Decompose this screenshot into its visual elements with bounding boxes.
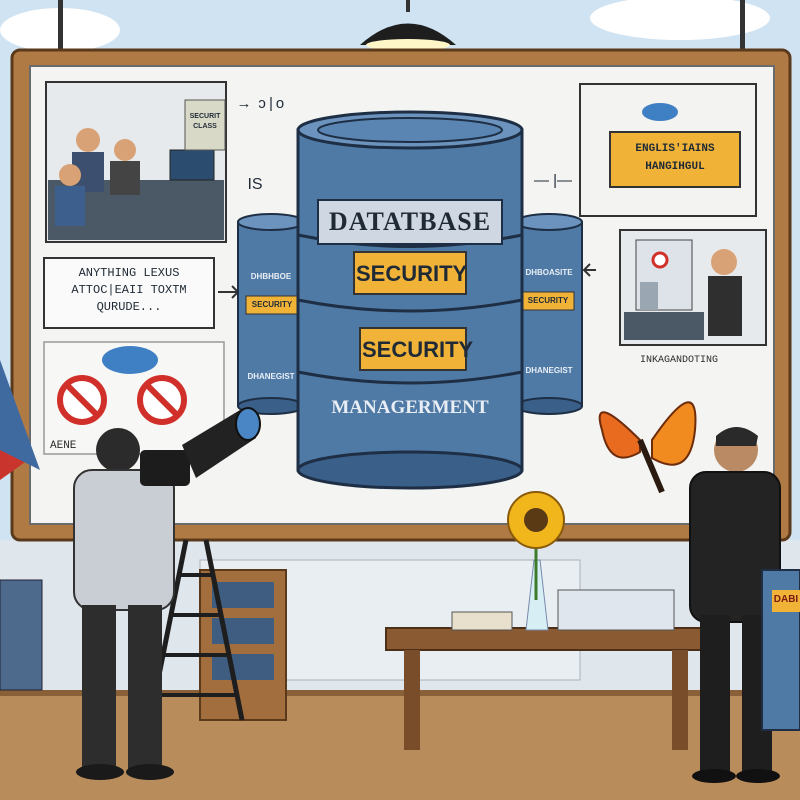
side-barrel-left-tag: SECURITY (251, 300, 293, 309)
display-table (385, 491, 707, 750)
person-head (59, 164, 81, 186)
main-database-barrel (296, 110, 524, 490)
file-cabinet (0, 579, 43, 691)
security-tag (353, 251, 467, 295)
person-body (110, 161, 140, 195)
barrel-label-plate (317, 199, 503, 245)
lamp-cord (406, 0, 410, 12)
prohibited-icon (651, 251, 669, 269)
left-callout-text: ANYTHING LEXUS ATTOC|EAII TOXTM QURUDE..… (71, 266, 187, 314)
side-barrel-left-label: DHBHBOE (250, 272, 292, 281)
barrel-subtitle: MANAGERMENT (331, 397, 489, 418)
bottom-left-text: AENE (50, 440, 77, 452)
storage-box (212, 654, 274, 680)
board-is-label: IS (247, 176, 263, 193)
cloud (590, 0, 770, 40)
cloud-icon (102, 346, 158, 374)
side-barrel-right-tag: SECURITY (527, 296, 569, 305)
person-head (114, 139, 136, 161)
right-sign-text: ENGLIS'IAINS HANGIHGUL (635, 143, 715, 173)
cloud-icon (642, 103, 678, 121)
side-barrel-right-label: DHBOASITE (525, 268, 573, 277)
side-barrel-right (515, 213, 583, 415)
arrow-left-icon (582, 263, 596, 277)
person-body (708, 276, 742, 336)
floor-edge (0, 690, 800, 696)
butterfly-body (637, 438, 665, 494)
prohibited-icon (65, 383, 99, 417)
storage-box (212, 582, 274, 608)
security-tag-label: SECURITY (356, 261, 468, 286)
person-body (55, 186, 85, 226)
server-stack (640, 282, 658, 310)
right-caption: INKAGANDOTING (640, 355, 719, 366)
barrel-title: DATATBASE (328, 207, 492, 236)
barrel-far-right-text: DABI (773, 594, 799, 605)
security-tag (359, 327, 467, 371)
ladder-rung (156, 573, 236, 697)
prohibited-icon (145, 383, 179, 417)
book-stack (557, 589, 675, 631)
person-head (76, 128, 100, 152)
left-callout-box (43, 257, 215, 329)
butterfly-wing (598, 411, 641, 459)
wall-poster-text: SECURIT CLASS (189, 113, 221, 130)
sunflower-center (524, 508, 548, 532)
side-barrel-left (237, 213, 305, 415)
lamp-light (366, 39, 450, 51)
board-top-left-marker: → ↄ|o (239, 96, 285, 113)
meeting-monitor (169, 149, 215, 181)
blue-object (0, 360, 40, 470)
person-head (711, 249, 737, 275)
wall-poster (184, 99, 226, 151)
side-barrel-right-bottom: DHANEGIST (525, 366, 573, 375)
barrel-far-right-tag (772, 590, 800, 612)
sign-board (609, 131, 741, 188)
butterfly-wing (651, 401, 697, 466)
ceiling-lamp (360, 23, 456, 45)
board-right-marker: — |— (533, 172, 573, 189)
security-tag-label: SECURITY (362, 337, 474, 362)
side-barrel-left-bottom: DHANEGIST (247, 372, 295, 381)
desk (624, 312, 704, 340)
businessman (689, 427, 781, 783)
photographer (73, 407, 261, 780)
